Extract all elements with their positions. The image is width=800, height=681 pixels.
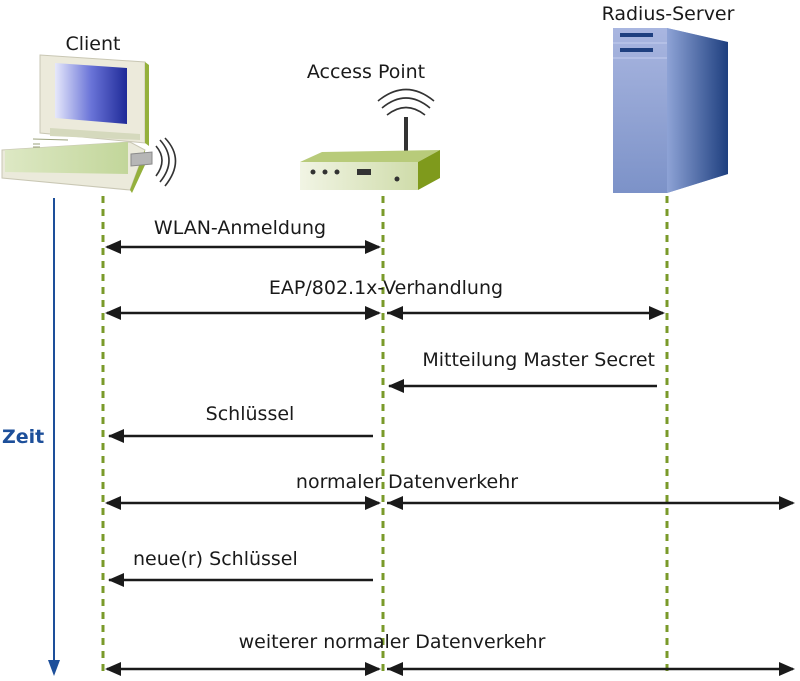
server-tower-icon (613, 28, 728, 193)
laptop-icon (1, 54, 153, 193)
arrow-head-right-icon (649, 306, 665, 320)
arrow-head-right-icon (779, 662, 795, 676)
arrow-head-left-icon (105, 496, 121, 510)
arrow-head-right-icon (779, 496, 795, 510)
arrow-head-right-icon (365, 306, 381, 320)
message-label-master-secret: Mitteilung Master Secret (422, 349, 655, 371)
message-arrows (105, 240, 795, 676)
arrow-head-right-icon (365, 662, 381, 676)
arrow-head-left-icon (105, 240, 121, 254)
arrow-head-left-icon (108, 573, 124, 587)
message-label-weiterer-datenverkehr: weiterer normaler Datenverkehr (239, 631, 546, 653)
arrow-head-left-icon (388, 379, 404, 393)
arrow-head-left-icon (387, 662, 403, 676)
arrow-head-right-icon (365, 240, 381, 254)
time-arrow-head-icon (48, 660, 60, 676)
arrow-head-left-icon (105, 306, 121, 320)
entity-label-access-point: Access Point (307, 61, 425, 83)
entity-label-client: Client (65, 33, 120, 55)
time-axis: Zeit (2, 198, 60, 676)
wireless-signal-icon (155, 137, 177, 187)
message-label-wlan-anmeldung: WLAN-Anmeldung (154, 217, 326, 239)
arrow-head-left-icon (108, 429, 124, 443)
lifelines (101, 196, 669, 672)
message-label-normaler-datenverkehr: normaler Datenverkehr (296, 471, 518, 493)
arrow-head-left-icon (387, 496, 403, 510)
arrow-head-left-icon (105, 662, 121, 676)
arrow-head-left-icon (387, 306, 403, 320)
entity-label-radius-server: Radius-Server (602, 3, 735, 25)
antenna-signal-icon (377, 88, 435, 116)
message-label-eap-verhandlung: EAP/802.1x-Verhandlung (269, 277, 503, 299)
message-label-neue-schluessel: neue(r) Schlüssel (133, 548, 298, 570)
time-axis-label: Zeit (2, 426, 44, 448)
message-label-schluessel: Schlüssel (206, 403, 295, 425)
arrow-head-right-icon (365, 496, 381, 510)
access-point-icon (300, 88, 440, 190)
